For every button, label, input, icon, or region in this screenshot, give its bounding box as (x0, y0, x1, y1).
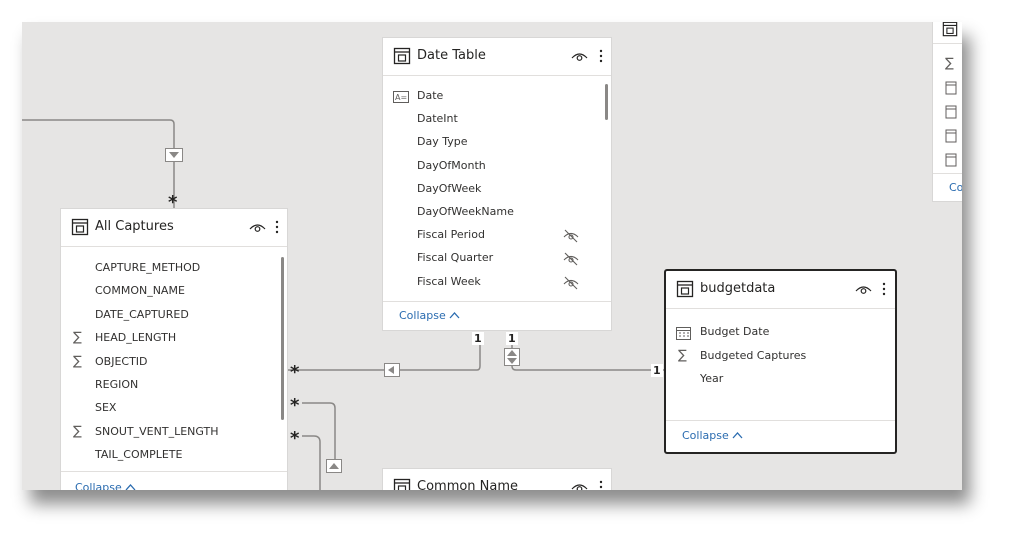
calendar-icon (676, 325, 691, 340)
field-label: Fiscal Period (417, 228, 485, 242)
table-icon (942, 22, 958, 37)
cardinality-many-label: * (168, 192, 178, 213)
field-label: SEX (95, 401, 117, 415)
table-title: Date Table (417, 48, 486, 63)
calculator-icon (945, 129, 957, 143)
field-label: REGION (95, 378, 139, 391)
svg-text:A=: A= (395, 93, 407, 102)
table-title: Common Name (417, 479, 519, 490)
collapse-button[interactable]: Collapse (682, 429, 743, 442)
visibility-eye-icon[interactable] (249, 221, 266, 233)
table-icon (676, 280, 694, 298)
visibility-eye-icon[interactable] (855, 283, 872, 295)
field-label: Fiscal Quarter (417, 251, 494, 265)
table-title: budgetdata (700, 281, 776, 296)
table-card-header[interactable]: Common Name (383, 469, 611, 490)
more-options-icon[interactable] (882, 281, 886, 297)
table-icon (71, 218, 89, 236)
cardinality-one-label: 1 (651, 364, 663, 377)
field-label: Year (700, 372, 724, 385)
relationship-line-date (288, 332, 481, 371)
collapse-button[interactable]: Collapse (75, 481, 136, 490)
relationship-line-budget (511, 332, 664, 371)
field-label: Day Type (417, 135, 468, 149)
collapse-button[interactable]: Collapse (399, 309, 460, 322)
cardinality-many-label: * (290, 395, 300, 416)
cardinality-one-label: 1 (506, 332, 518, 345)
hidden-eye-icon (563, 275, 579, 289)
field-label: COMMON_NAME (95, 284, 185, 298)
filter-direction-up-icon[interactable] (326, 459, 342, 473)
filter-direction-left-icon[interactable] (384, 363, 400, 377)
cardinality-many-label: * (290, 362, 300, 383)
field-label: Date (417, 89, 444, 102)
chevron-up-icon (732, 432, 743, 439)
table-card-header[interactable]: Date Table (383, 38, 611, 76)
hidden-eye-icon (563, 251, 579, 266)
relationship-lines (22, 119, 664, 490)
table-title: All Captures (95, 219, 174, 234)
more-options-icon[interactable] (275, 219, 279, 235)
sigma-icon: ∑ (73, 330, 82, 346)
relationship-line-common-2 (302, 435, 321, 490)
visibility-eye-icon[interactable] (571, 50, 588, 62)
table-card-partial[interactable]: ∑ Co (932, 22, 962, 202)
field-label: CAPTURE_METHOD (95, 261, 201, 274)
field-label: OBJECTID (95, 354, 148, 368)
collapse-label: Collapse (75, 481, 122, 490)
divider (61, 471, 287, 472)
scrollbar[interactable] (605, 84, 608, 120)
relationship-line-left (22, 119, 175, 212)
divider (383, 301, 611, 302)
field-label: DateInt (417, 112, 458, 126)
sigma-icon: ∑ (945, 56, 954, 71)
cardinality-many-label: * (290, 428, 300, 449)
cardinality-one-label: 1 (472, 332, 484, 345)
relationship-line-common-1 (302, 402, 336, 470)
sigma-icon: ∑ (73, 423, 82, 439)
filter-direction-down-icon[interactable] (165, 148, 183, 162)
calendar-text-icon: A= (393, 89, 409, 103)
more-options-icon[interactable] (599, 48, 603, 64)
field-label: SNOUT_VENT_LENGTH (95, 424, 219, 438)
table-card-header[interactable]: All Captures (61, 209, 287, 247)
table-card-common-name[interactable]: Common Name (382, 468, 612, 490)
collapse-label: Collapse (399, 309, 446, 322)
field-label: DayOfMonth (417, 158, 486, 172)
sigma-icon: ∑ (678, 347, 687, 363)
more-options-icon[interactable] (599, 479, 603, 490)
calculator-icon (945, 153, 957, 167)
visibility-eye-icon[interactable] (571, 481, 588, 490)
table-icon (393, 478, 411, 490)
calculator-icon (945, 105, 957, 119)
collapse-button[interactable]: Co (949, 181, 962, 194)
chevron-up-icon (449, 312, 460, 319)
field-label: HEAD_LENGTH (95, 331, 177, 345)
filter-direction-both-icon[interactable] (504, 348, 520, 366)
chevron-up-icon (125, 484, 136, 490)
table-icon (393, 47, 411, 65)
divider (933, 173, 962, 174)
field-label: DayOfWeek (417, 181, 482, 195)
field-label: Budgeted Captures (700, 348, 807, 362)
calculator-icon (945, 81, 957, 95)
table-card-budgetdata[interactable]: budgetdata Budget Date ∑ Budgeted Captures… (664, 269, 897, 454)
field-label: Budget Date (700, 325, 770, 338)
field-label: Fiscal Week (417, 274, 481, 288)
sigma-icon: ∑ (73, 353, 82, 369)
table-card-all-captures[interactable]: All Captures CAPTURE_METHOD COMMON_NAME DA… (60, 208, 288, 490)
divider (666, 420, 895, 421)
divider (933, 43, 962, 44)
field-label: DayOfWeekName (417, 205, 514, 218)
field-label: DATE_CAPTURED (95, 307, 189, 321)
table-card-header[interactable]: budgetdata (666, 271, 895, 309)
hidden-eye-icon (563, 228, 579, 243)
scrollbar[interactable] (281, 257, 284, 420)
collapse-label: Collapse (682, 429, 729, 442)
field-label: TAIL_COMPLETE (95, 448, 183, 462)
